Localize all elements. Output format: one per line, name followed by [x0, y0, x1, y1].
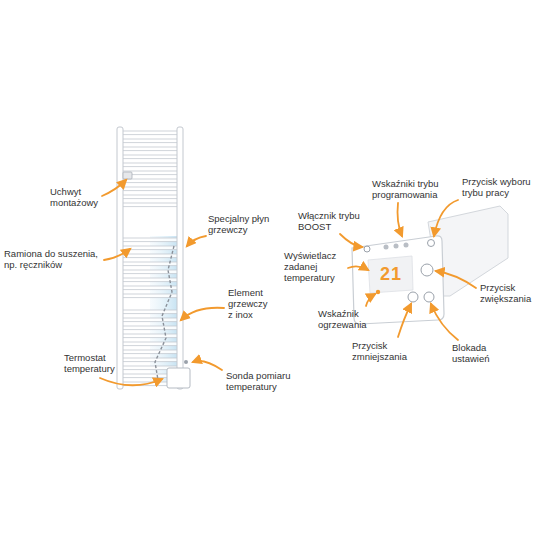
- part-label: Blokada ustawień: [452, 342, 508, 364]
- leader-arrow: [102, 180, 126, 196]
- part-label: Przycisk wyboru trybu pracy: [462, 176, 542, 198]
- leader-arrow: [398, 203, 403, 236]
- temperature-probe: [184, 360, 188, 364]
- drying-bar: [121, 163, 179, 167]
- plus-button: [421, 264, 433, 276]
- part-label: Uchwyt montażowy: [50, 186, 108, 208]
- control-panel: [352, 236, 444, 324]
- drying-bar: [121, 187, 179, 191]
- drying-bar: [121, 358, 179, 362]
- part-label: Wyświetlacz zadanej temperatury: [284, 250, 346, 283]
- display-digits: 21: [370, 264, 412, 284]
- part-label: Włącznik trybu BOOST: [298, 210, 370, 232]
- drying-bar: [121, 326, 179, 330]
- left-rail: [117, 127, 123, 389]
- heating-element: [155, 246, 174, 380]
- drying-bar: [121, 195, 179, 199]
- drying-bar: [121, 350, 179, 354]
- program-indicator: [394, 244, 399, 249]
- leader-arrow: [398, 304, 411, 337]
- program-indicator: [384, 245, 389, 250]
- drying-bar: [121, 155, 179, 159]
- part-label: Specjalny płyn grzewczy: [208, 213, 280, 235]
- program-indicator: [404, 243, 409, 248]
- part-label: Przycisk zwiększania: [480, 282, 544, 304]
- controller: [352, 206, 508, 324]
- part-label: Termostat temperatury: [64, 352, 126, 374]
- leader-arrow: [340, 234, 362, 247]
- leader-arrow: [104, 249, 130, 260]
- part-label: Ramiona do suszenia, np. ręczników: [4, 248, 108, 270]
- drying-bar: [121, 334, 179, 338]
- leader-arrow: [434, 200, 458, 236]
- leader-arrow: [187, 236, 206, 246]
- radiator: [117, 127, 190, 389]
- drying-bar: [121, 254, 179, 258]
- drying-bar: [121, 179, 179, 183]
- leader-arrow: [181, 308, 224, 320]
- lock-button: [424, 292, 434, 302]
- heating-indicator: [376, 290, 380, 294]
- drying-bar: [121, 318, 179, 322]
- drying-bar: [121, 147, 179, 151]
- leader-arrow: [431, 304, 458, 340]
- part-label: Element grzewczy z inox: [228, 287, 274, 320]
- radiator-bars: [121, 131, 179, 386]
- leader-arrow: [348, 266, 368, 270]
- drying-bar: [121, 342, 179, 346]
- part-label: Sonda pomiaru temperatury: [226, 370, 298, 392]
- leader-arrow: [193, 361, 222, 370]
- display: [368, 256, 413, 293]
- drying-bar: [121, 131, 179, 135]
- minus-button: [408, 292, 418, 302]
- mounting-bracket: [123, 172, 132, 179]
- part-label: Wskaźnik ogrzewania: [318, 308, 378, 330]
- leader-arrow: [366, 294, 375, 306]
- drying-bar: [121, 139, 179, 143]
- right-rail: [177, 127, 183, 389]
- boost-switch: [364, 246, 370, 252]
- drying-bar: [121, 203, 179, 207]
- part-label: Wskaźniki trybu programowania: [372, 178, 456, 200]
- drying-bar: [121, 310, 179, 314]
- thermostat-box: [167, 368, 190, 388]
- drying-bar: [121, 270, 179, 274]
- drying-bar: [121, 238, 179, 242]
- part-label: Przycisk zmniejszania: [352, 340, 422, 362]
- leader-arrow: [436, 271, 476, 288]
- mode-button: [428, 240, 435, 247]
- leader-arrow: [100, 378, 162, 385]
